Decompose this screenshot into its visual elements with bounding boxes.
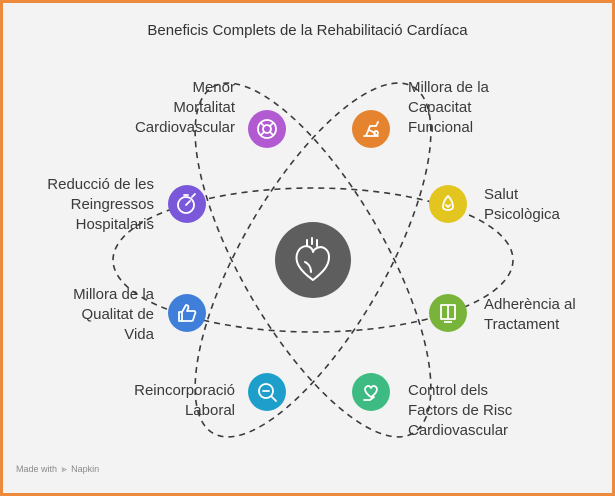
exercise-bike-icon bbox=[363, 121, 379, 137]
lifebuoy-icon bbox=[257, 119, 277, 139]
benefit-node-readmissions bbox=[168, 185, 206, 223]
money-magnifier-icon bbox=[258, 383, 277, 402]
benefit-label-functional-capacity: Millora de la Capacitat Funcional bbox=[408, 79, 489, 136]
made-with-text: Made with bbox=[16, 464, 58, 474]
benefit-node-quality-of-life bbox=[168, 294, 206, 332]
benefit-label-risk-factor-control: Control dels Factors de Risc Cardiovascu… bbox=[408, 382, 513, 439]
benefit-node-psychological-health bbox=[429, 185, 467, 223]
book-hand-icon bbox=[440, 304, 456, 323]
orbit-ellipse-horizontal bbox=[112, 187, 514, 333]
footer-credit: Made with ⪢ Napkin bbox=[16, 464, 99, 475]
napkin-logo-icon: ⪢ bbox=[61, 464, 67, 474]
benefit-node-mortality bbox=[248, 110, 286, 148]
thumbs-up-icon bbox=[178, 304, 197, 322]
hand-heart-icon bbox=[442, 195, 454, 211]
benefit-node-functional-capacity bbox=[352, 110, 390, 148]
benefit-node-risk-factor-control bbox=[352, 373, 390, 411]
page-title: Beneficis Complets de la Rehabilitació C… bbox=[147, 22, 468, 39]
heart-icon bbox=[295, 237, 330, 281]
benefit-label-quality-of-life: Millora de la Qualitat de Vida bbox=[73, 286, 154, 343]
orbit-ellipse-minus60 bbox=[194, 82, 432, 438]
heart-hand-icon bbox=[363, 385, 378, 401]
brand-name: Napkin bbox=[71, 464, 100, 474]
benefit-label-mortality: Menor Mortalitat Cardiovascular bbox=[134, 79, 235, 136]
benefit-label-return-to-work: Reincorporació Laboral bbox=[134, 382, 235, 419]
benefit-label-treatment-adherence: Adherència al Tractament bbox=[484, 296, 576, 333]
benefit-label-psychological-health: Salut Psicològica bbox=[484, 186, 560, 223]
benefit-node-treatment-adherence bbox=[429, 294, 467, 332]
stopwatch-icon bbox=[177, 193, 196, 214]
center-node bbox=[275, 222, 351, 298]
benefit-node-return-to-work bbox=[248, 373, 286, 411]
benefit-label-readmissions: Reducció de les Reingressos Hospitalaris bbox=[47, 176, 154, 233]
orbit-ellipse-60 bbox=[194, 82, 432, 438]
